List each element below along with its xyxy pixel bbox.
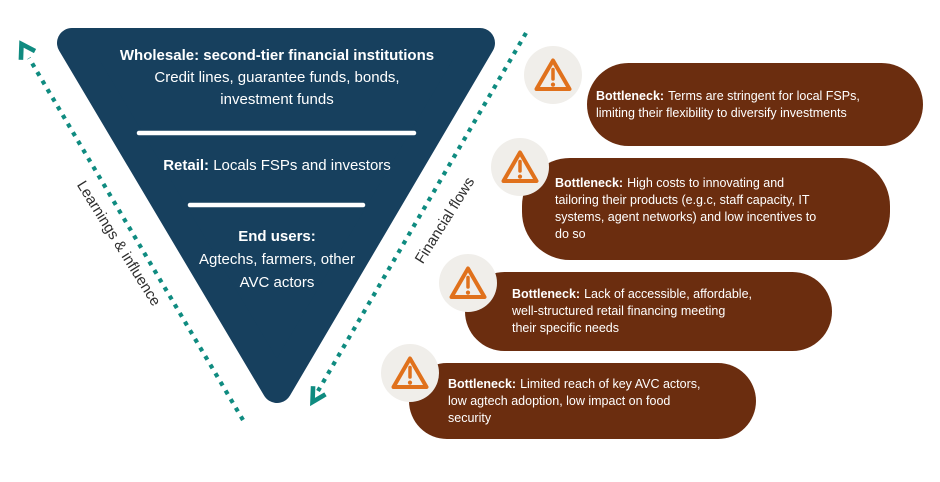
learnings-influence-arrow (18, 40, 245, 422)
arrowhead-down-icon (310, 386, 327, 407)
warning-triangle-icon (449, 266, 487, 299)
bottleneck-text: Lack of accessible, affordable, (584, 287, 753, 301)
funnel-tier-end-users: End users: Agtechs, farmers, other AVC a… (177, 225, 377, 294)
bottleneck-label: Bottleneck: (596, 88, 665, 103)
bottleneck-text: low agtech adoption, low impact on food (448, 393, 671, 408)
warning-triangle-icon (391, 356, 429, 389)
bottleneck-text: Terms are stringent for local FSPs, (668, 88, 860, 103)
tier-end-users-heading: End users: (238, 228, 316, 245)
bottleneck-text: do so (555, 227, 586, 241)
tier-wholesale-body: Credit lines, guarantee funds, bonds, in… (154, 69, 400, 108)
warning-badge-4 (381, 344, 439, 402)
funnel-triangle (57, 28, 495, 403)
bottleneck-label: Bottleneck: (512, 287, 581, 301)
bottleneck-card-2: Bottleneck:High costs to innovating and … (522, 158, 890, 260)
bottleneck-text: limiting their flexibility to diversify … (596, 105, 847, 120)
bottleneck-text: their specific needs (512, 321, 620, 335)
tier-retail-body: Locals FSPs and investors (213, 157, 391, 174)
bottleneck-text: security (448, 410, 492, 425)
bottleneck-card-4: Bottleneck:Limited reach of key AVC acto… (409, 363, 756, 439)
tier-end-users-body: Agtechs, farmers, other AVC actors (199, 251, 355, 291)
bottleneck-text: tailoring their products (e.g.c, staff c… (555, 193, 810, 207)
warning-triangle-icon (501, 150, 539, 183)
warning-badge-3 (439, 254, 497, 312)
bottleneck-card-3: Bottleneck:Lack of accessible, affordabl… (465, 272, 832, 351)
bottleneck-text: well-structured retail financing meeting (512, 304, 726, 318)
bottleneck-text: Limited reach of key AVC actors, (520, 376, 701, 391)
tier-retail-heading: Retail: (163, 157, 210, 174)
funnel-tier-wholesale: Wholesale: second-tier financial institu… (77, 45, 477, 111)
bottleneck-label: Bottleneck: (448, 376, 517, 391)
funnel-tier-retail: Retail: Locals FSPs and investors (127, 156, 427, 176)
tier-wholesale-heading: Wholesale: second-tier financial institu… (119, 47, 435, 64)
warning-badge-1 (524, 46, 582, 104)
warning-triangle-icon (534, 58, 572, 91)
bottleneck-label: Bottleneck: (555, 176, 624, 190)
warning-badge-2 (491, 138, 549, 196)
bottleneck-text: systems, agent networks) and low incenti… (555, 210, 817, 224)
arrowhead-up-icon (18, 40, 37, 60)
bottleneck-card-1: Bottleneck:Terms are stringent for local… (587, 63, 923, 146)
bottleneck-text: High costs to innovating and (627, 176, 785, 190)
financial-flows-arrow (310, 31, 528, 407)
